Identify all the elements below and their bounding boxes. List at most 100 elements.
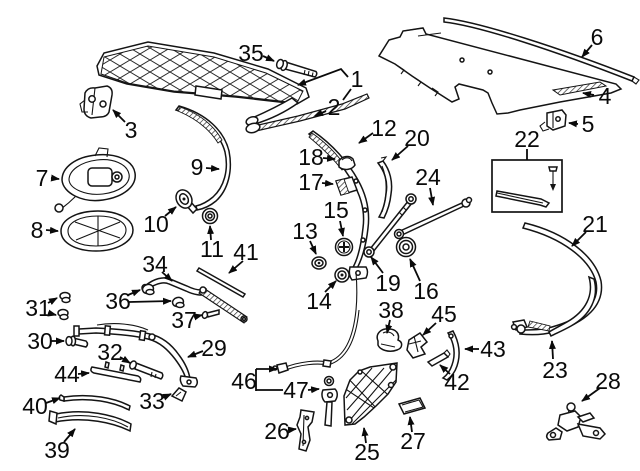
- callout-37: 37: [171, 307, 203, 333]
- callout-1: 1: [297, 66, 364, 101]
- callout-41: 41: [228, 239, 259, 274]
- callout-34-number: 34: [142, 251, 168, 277]
- callout-8-leader: [45, 226, 59, 234]
- tensioner-link-47: [321, 375, 338, 427]
- grommet-14: [334, 267, 350, 283]
- callout-30: 30: [27, 328, 65, 354]
- callout-45: 45: [422, 301, 457, 336]
- callout-34-leader: [161, 271, 173, 282]
- callout-7-leader: [50, 174, 60, 182]
- bow-rail-hatched: [198, 286, 248, 324]
- callout-2-number: 2: [328, 94, 341, 120]
- callout-42-number: 42: [444, 369, 470, 395]
- callout-36-number: 36: [105, 288, 131, 314]
- push-nut-31a: [59, 291, 71, 304]
- callout-37-leader: [193, 313, 203, 321]
- callout-9: 9: [191, 154, 220, 180]
- screw-37: [201, 309, 220, 320]
- callout-19-leader: [370, 256, 384, 274]
- callout-4-number: 4: [599, 83, 612, 109]
- callout-33: 33: [139, 388, 172, 414]
- callout-11-leader: [207, 225, 215, 241]
- clip-33: [170, 387, 187, 403]
- callout-20: 20: [391, 125, 430, 161]
- callout-42-leader: [439, 364, 451, 375]
- callout-35: 35: [238, 40, 275, 66]
- callout-36-leader: [128, 297, 172, 305]
- callout-18-leader: [322, 154, 336, 162]
- shim-strip-42: [426, 349, 451, 367]
- callout-17-leader: [321, 179, 334, 187]
- callout-41-leader: [228, 260, 244, 274]
- callout-17: 17: [298, 169, 334, 195]
- callout-47: 47: [283, 377, 320, 403]
- callout-36-leader: [127, 289, 141, 297]
- callout-9-number: 9: [191, 154, 204, 180]
- callout-32-number: 32: [97, 339, 123, 365]
- callout-29-number: 29: [201, 335, 227, 361]
- callout-3: 3: [112, 109, 137, 143]
- callout-46: 46: [231, 365, 283, 394]
- callout-14-number: 14: [306, 288, 332, 314]
- callout-25-number: 25: [354, 439, 380, 465]
- callout-21-leader: [571, 231, 587, 247]
- callout-38: 38: [378, 297, 404, 334]
- top-bow-panel: [96, 41, 310, 126]
- callout-35-leader: [262, 54, 275, 62]
- callout-37-number: 37: [171, 307, 197, 333]
- bolt-32: [129, 360, 164, 380]
- callout-44-number: 44: [54, 361, 80, 387]
- callout-10-leader: [164, 206, 177, 217]
- callout-25: 25: [354, 427, 380, 465]
- trim-strip-6: [443, 17, 640, 85]
- actuator-assembly-7: [54, 147, 136, 213]
- callout-1-number: 1: [351, 66, 364, 92]
- callout-19-number: 19: [375, 270, 401, 296]
- guide-arc-43: [441, 330, 460, 381]
- callout-31-number: 31: [25, 295, 51, 321]
- callout-15-number: 15: [323, 197, 349, 223]
- callout-12-number: 12: [371, 115, 397, 141]
- callout-45-number: 45: [431, 301, 457, 327]
- callout-46-number: 46: [231, 368, 257, 394]
- callout-32-leader: [119, 355, 131, 364]
- callout-39-leader: [63, 428, 76, 443]
- callout-2: 2: [314, 94, 341, 120]
- callout-28: 28: [581, 368, 621, 402]
- callout-8: 8: [31, 217, 59, 243]
- callout-1-leader: [342, 88, 352, 101]
- callout-21: 21: [571, 211, 608, 247]
- callout-42: 42: [439, 364, 470, 395]
- callout-47-leader: [307, 386, 320, 394]
- grommet-36a: [141, 283, 155, 296]
- curved-tube-9: [174, 105, 232, 215]
- callout-47-number: 47: [283, 377, 309, 403]
- guide-blade-20: [376, 156, 393, 219]
- callout-20-number: 20: [404, 125, 430, 151]
- bolt-35: [275, 58, 318, 78]
- grommet-36b: [171, 296, 185, 309]
- tonneau-panel-4: [377, 27, 623, 115]
- cover-plate-27: [397, 397, 427, 415]
- callout-2-leader: [314, 109, 327, 117]
- main-pivot-gusset-25: [343, 362, 398, 426]
- callout-15: 15: [323, 197, 349, 237]
- tension-rod-24: [393, 196, 473, 240]
- grommet-11: [201, 207, 219, 225]
- callout-5-number: 5: [582, 111, 595, 137]
- callout-14-leader: [324, 280, 337, 293]
- callout-32: 32: [97, 339, 131, 365]
- callout-43: 43: [464, 336, 506, 362]
- adjuster-bar-44: [90, 361, 142, 383]
- callout-19: 19: [370, 256, 401, 296]
- callout-33-number: 33: [139, 388, 165, 414]
- wedge-block-17: [335, 176, 358, 196]
- callout-40: 40: [22, 393, 61, 419]
- callout-4: 4: [582, 83, 612, 109]
- callout-39: 39: [44, 428, 76, 463]
- link-rod-19: [363, 193, 417, 258]
- callout-30-number: 30: [27, 328, 53, 354]
- callout-29: 29: [187, 335, 227, 361]
- callout-38-leader: [385, 319, 393, 334]
- callout-5-leader: [568, 120, 579, 128]
